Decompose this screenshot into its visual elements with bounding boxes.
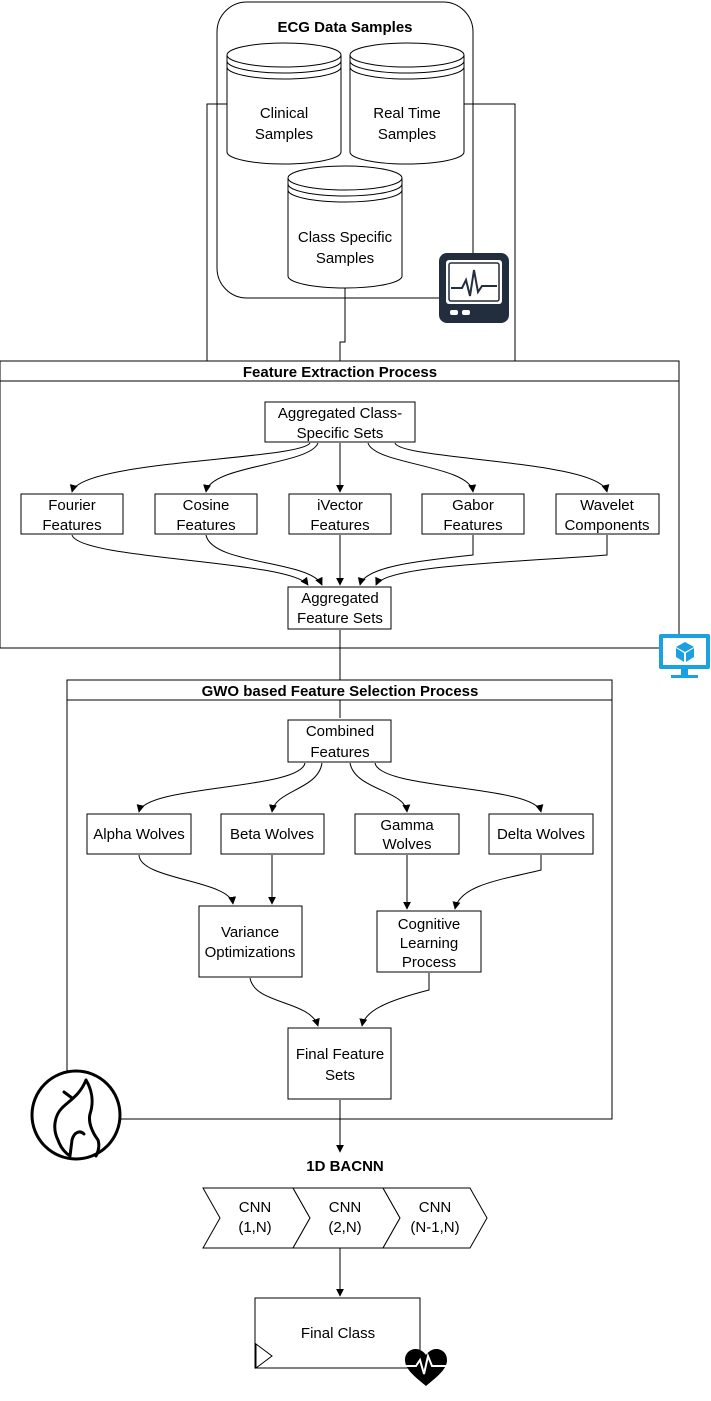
svg-text:Components: Components	[564, 517, 649, 534]
svg-text:CNN: CNN	[419, 1199, 452, 1216]
svg-text:Feature Sets: Feature Sets	[297, 610, 383, 627]
svg-text:CNN: CNN	[239, 1199, 272, 1216]
feature-extraction-title: Feature Extraction Process	[243, 364, 437, 381]
ivector-features-box: iVector Features	[288, 493, 392, 535]
variance-optimizations-box: Variance Optimizations	[198, 905, 303, 978]
svg-text:(1,N): (1,N)	[238, 1219, 271, 1236]
svg-text:Features: Features	[176, 517, 235, 534]
svg-text:Wavelet: Wavelet	[580, 497, 634, 514]
svg-text:Delta Wolves: Delta Wolves	[497, 826, 585, 843]
aggregated-class-sets-box: Aggregated Class- Specific Sets	[264, 401, 416, 443]
svg-text:Clinical: Clinical	[260, 105, 308, 122]
ecg-monitor-icon	[439, 253, 509, 323]
svg-text:Features: Features	[443, 517, 502, 534]
svg-text:Learning: Learning	[400, 935, 458, 952]
svg-text:Final Class: Final Class	[301, 1325, 375, 1342]
svg-text:Features: Features	[42, 517, 101, 534]
svg-text:Gabor: Gabor	[452, 497, 494, 514]
beta-wolves-box: Beta Wolves	[220, 813, 325, 855]
svg-text:Optimizations: Optimizations	[205, 944, 296, 961]
wavelet-components-box: Wavelet Components	[555, 493, 660, 535]
svg-text:Aggregated Class-: Aggregated Class-	[278, 405, 402, 422]
svg-text:Variance: Variance	[221, 924, 279, 941]
svg-text:Process: Process	[402, 954, 456, 971]
svg-text:Specific Sets: Specific Sets	[297, 425, 384, 442]
heart-pulse-icon	[404, 1349, 448, 1386]
combined-features-box: Combined Features	[287, 719, 392, 763]
svg-text:Fourier: Fourier	[48, 497, 96, 514]
cnn-3-chevron: CNN (N-1,N)	[382, 1187, 488, 1249]
svg-text:(2,N): (2,N)	[328, 1219, 361, 1236]
data-samples-title: ECG Data Samples	[277, 19, 412, 36]
gamma-wolves-box: Gamma Wolves	[354, 813, 460, 855]
svg-text:Features: Features	[310, 517, 369, 534]
monitor-cube-icon	[659, 634, 710, 678]
clinical-samples-db: Clinical Samples	[226, 42, 342, 165]
svg-text:Class Specific: Class Specific	[298, 229, 393, 246]
final-class-box: Final Class	[254, 1297, 421, 1369]
fourier-features-box: Fourier Features	[20, 493, 124, 535]
svg-text:Alpha Wolves: Alpha Wolves	[93, 826, 184, 843]
svg-text:Cognitive: Cognitive	[398, 916, 461, 933]
final-feature-sets-box: Final Feature Sets	[287, 1027, 392, 1100]
svg-text:Samples: Samples	[255, 126, 313, 143]
cosine-features-box: Cosine Features	[154, 493, 258, 535]
svg-text:iVector: iVector	[317, 497, 363, 514]
svg-text:Real Time: Real Time	[373, 105, 441, 122]
gwo-title: GWO based Feature Selection Process	[202, 683, 479, 700]
realtime-samples-db: Real Time Samples	[349, 42, 465, 165]
svg-text:Gamma: Gamma	[380, 817, 434, 834]
delta-wolves-box: Delta Wolves	[488, 813, 594, 855]
class-specific-samples-db: Class Specific Samples	[287, 165, 403, 289]
svg-text:Sets: Sets	[325, 1067, 355, 1084]
svg-text:Aggregated: Aggregated	[301, 590, 379, 607]
svg-text:Samples: Samples	[378, 126, 436, 143]
cognitive-learning-box: Cognitive Learning Process	[376, 910, 482, 973]
svg-text:Features: Features	[310, 744, 369, 761]
svg-text:(N-1,N): (N-1,N)	[410, 1219, 459, 1236]
svg-text:Final Feature: Final Feature	[296, 1046, 384, 1063]
aggregated-feature-sets-box: Aggregated Feature Sets	[287, 586, 392, 630]
bacnn-title: 1D BACNN	[306, 1158, 384, 1175]
svg-text:Combined: Combined	[306, 723, 374, 740]
svg-text:Wolves: Wolves	[383, 836, 432, 853]
gabor-features-box: Gabor Features	[421, 493, 525, 535]
svg-text:Cosine: Cosine	[183, 497, 230, 514]
svg-text:CNN: CNN	[329, 1199, 362, 1216]
wolf-icon	[30, 1069, 122, 1161]
cnn-1-chevron: CNN (1,N)	[202, 1187, 311, 1249]
svg-text:Samples: Samples	[316, 250, 374, 267]
alpha-wolves-box: Alpha Wolves	[86, 813, 192, 855]
svg-text:Beta Wolves: Beta Wolves	[230, 826, 314, 843]
